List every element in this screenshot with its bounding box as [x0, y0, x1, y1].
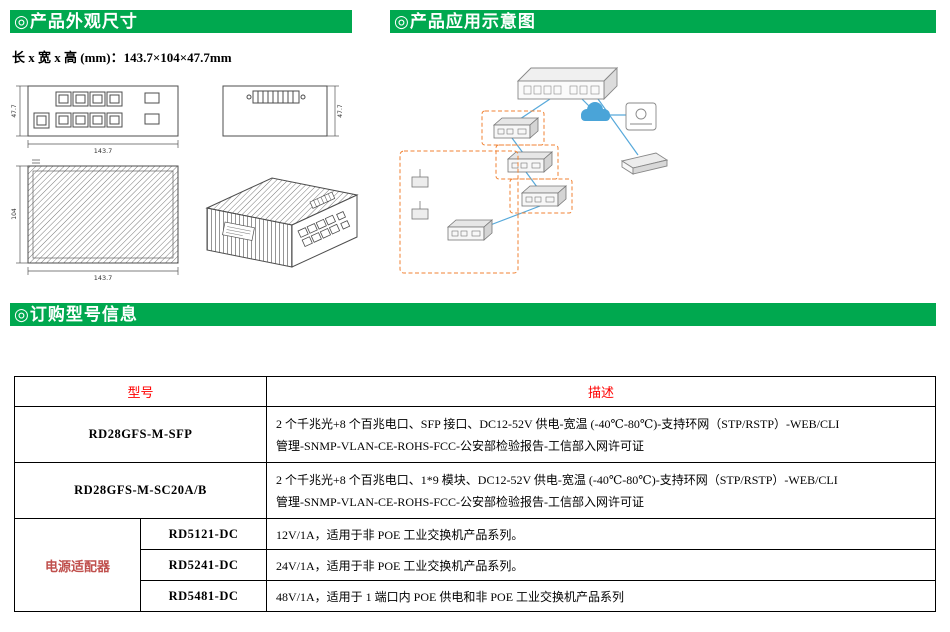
product-dimension-drawings: 47.7 143.7 47.7 — [11, 85, 359, 282]
model-cell: RD5481-DC — [139, 580, 268, 612]
section-header-ordering: ◎订购型号信息 — [10, 303, 936, 326]
top-view-drawing — [27, 159, 179, 264]
nvr-device-illustration — [620, 152, 669, 175]
cloud-icon — [581, 102, 610, 121]
description-line: 管理-SNMP-VLAN-CE-ROHS-FCC-公安部检验报告-工信部入网许可… — [276, 494, 645, 509]
application-diagram — [399, 66, 669, 274]
wall-device-illustration — [625, 102, 657, 131]
core-switch-illustration — [516, 66, 619, 101]
table-row-adapter-48v: RD5481-DC 48V/1A，适用于 1 端口内 POE 供电和非 POE … — [15, 580, 936, 612]
isometric-terminal-block — [309, 191, 336, 209]
front-width-label: 143.7 — [94, 147, 113, 155]
table-row-sfp: RD28GFS-M-SFP 2 个千兆光+8 个百兆电口、SFP 接口、DC12… — [13, 406, 936, 463]
front-height-label: 47.7 — [11, 104, 18, 118]
top-width-label: 143.7 — [94, 274, 113, 282]
rj45-ports — [55, 91, 123, 128]
description-cell: 48V/1A，适用于 1 端口内 POE 供电和非 POE 工业交换机产品系列 — [266, 580, 936, 612]
section-header-ordering-label: ◎订购型号信息 — [14, 305, 138, 324]
sfp-slots — [144, 92, 160, 125]
top-height-label: 104 — [11, 208, 18, 220]
front-view-dimension-lines — [16, 85, 179, 148]
table-row-adapter-24v: RD5241-DC 24V/1A，适用于非 POE 工业交换机产品系列。 — [15, 549, 936, 581]
description-cell: 2 个千兆光+8 个百兆电口、SFP 接口、DC12-52V 供电-宽温 (-4… — [266, 406, 936, 463]
adapter-group-label: 电源适配器 — [14, 518, 141, 612]
description-cell: 2 个千兆光+8 个百兆电口、1*9 模块、DC12-52V 供电-宽温 (-4… — [266, 462, 936, 519]
description-line: 2 个千兆光+8 个百兆电口、SFP 接口、DC12-52V 供电-宽温 (-4… — [276, 416, 840, 431]
front-view-drawing — [27, 85, 179, 137]
ordering-table: 型号 描述 RD28GFS-M-SFP 2 个千兆光+8 个百兆电口、SFP 接… — [13, 376, 936, 612]
table-row-sc20: RD28GFS-M-SC20A/B 2 个千兆光+8 个百兆电口、1*9 模块、… — [13, 462, 936, 519]
isometric-view-drawing — [205, 177, 359, 268]
model-cell: RD28GFS-M-SFP — [13, 406, 268, 463]
zone-outlines — [399, 110, 573, 274]
dimensions-note: 长 x 宽 x 高 (mm)：143.7×104×47.7mm — [12, 50, 232, 65]
section-header-appearance: ◎产品外观尺寸 — [10, 10, 352, 33]
top-view-dimension-lines — [16, 165, 179, 275]
description-line: 2 个千兆光+8 个百兆电口、1*9 模块、DC12-52V 供电-宽温 (-4… — [276, 472, 838, 487]
model-cell: RD5121-DC — [139, 518, 268, 550]
col-header-description: 描述 — [266, 376, 936, 407]
isometric-label — [222, 221, 255, 241]
section-header-application: ◎产品应用示意图 — [390, 10, 936, 33]
description-cell: 12V/1A，适用于非 POE 工业交换机产品系列。 — [266, 518, 936, 550]
isometric-ports — [297, 211, 351, 247]
field-device-icons — [411, 169, 429, 220]
description-line: 管理-SNMP-VLAN-CE-ROHS-FCC-公安部检验报告-工信部入网许可… — [276, 438, 645, 453]
table-row-adapter-12v: 电源适配器 RD5121-DC 12V/1A，适用于非 POE 工业交换机产品系… — [14, 518, 936, 612]
table-header-row: 型号 描述 — [13, 376, 936, 407]
side-view-drawing — [222, 85, 328, 137]
section-header-application-label: ◎产品应用示意图 — [394, 12, 536, 31]
side-view-dimension-lines — [327, 85, 339, 137]
col-header-model: 型号 — [13, 376, 268, 407]
side-height-label: 47.7 — [337, 104, 344, 118]
model-cell: RD28GFS-M-SC20A/B — [13, 462, 268, 519]
description-cell: 24V/1A，适用于非 POE 工业交换机产品系列。 — [266, 549, 936, 581]
section-header-appearance-label: ◎产品外观尺寸 — [14, 12, 138, 31]
model-cell: RD5241-DC — [139, 549, 268, 581]
